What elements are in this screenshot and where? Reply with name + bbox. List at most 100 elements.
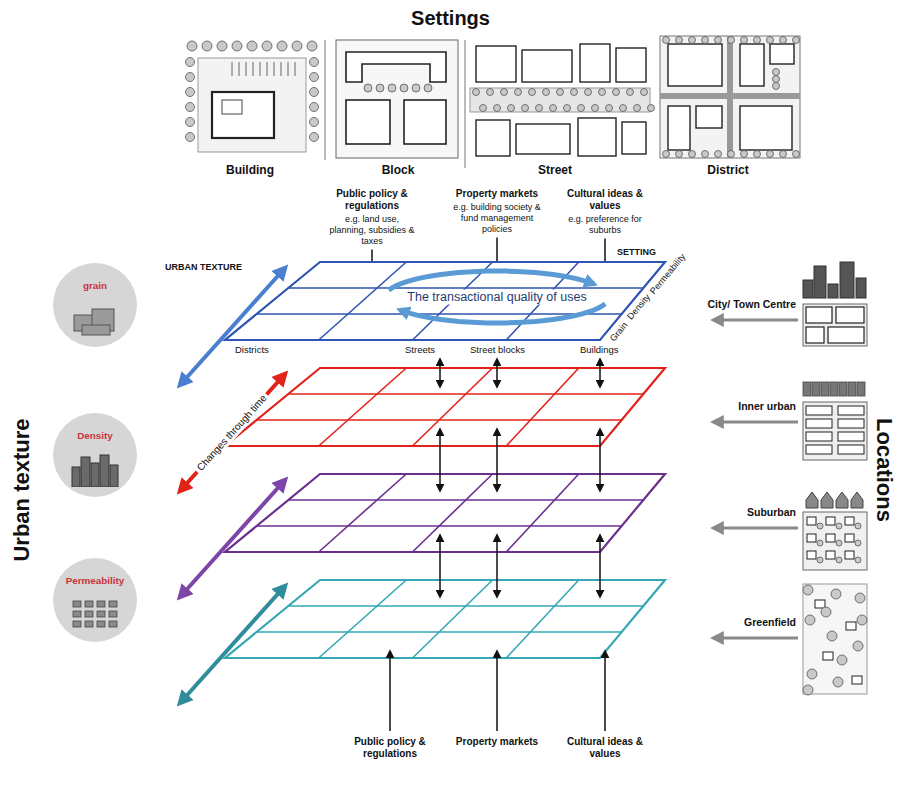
example-note: e.g. land use, planning, subsidies & tax… [326, 214, 418, 246]
terrace-house [857, 382, 865, 396]
building-plan [97, 611, 105, 617]
tree-symbol [754, 37, 761, 44]
tree-symbol [836, 557, 842, 563]
tree-symbol [494, 105, 501, 112]
building-plan [696, 106, 722, 128]
tree-symbol [310, 103, 319, 112]
house-plan [807, 551, 816, 559]
building-plan [109, 621, 117, 627]
tree-symbol [412, 84, 420, 92]
tree-symbol [767, 37, 774, 44]
tree-symbol [803, 585, 813, 595]
influence-arrow [604, 652, 606, 731]
building-plan [806, 419, 832, 428]
tree-symbol [186, 88, 195, 97]
tree-symbol [676, 37, 683, 44]
texture-name: Permeability [53, 575, 137, 587]
tree-symbol [501, 89, 508, 96]
parking-stripe [274, 62, 275, 76]
building-plan [476, 120, 510, 156]
house-plan [826, 551, 835, 559]
tree-symbol [400, 84, 408, 92]
tree-symbol [805, 615, 815, 625]
tree-symbol [817, 540, 823, 546]
parking-stripe [239, 62, 240, 76]
location-arrow [714, 637, 798, 640]
tree-symbol [292, 41, 302, 51]
plane-grid-line [288, 393, 643, 395]
plane-grid-line [257, 631, 622, 633]
tree-symbol [793, 151, 800, 158]
influence-name: Property markets [451, 188, 543, 200]
terrace-house [839, 382, 847, 396]
plane-grid-line [288, 499, 643, 501]
tree-symbol [186, 133, 195, 142]
plan-outline [803, 512, 867, 570]
tree-symbol [376, 84, 384, 92]
building-plan [212, 92, 274, 138]
tree-symbol [515, 89, 522, 96]
tree-symbol [186, 58, 195, 67]
layer-plane [225, 580, 665, 658]
layer-plane [225, 474, 665, 552]
tree-symbol [388, 84, 396, 92]
terrace-house [821, 382, 829, 396]
tree-symbol [833, 677, 843, 687]
tree-symbol [853, 641, 863, 651]
site-plan [198, 58, 306, 152]
settings-sketches [186, 36, 801, 168]
tree-symbol [232, 41, 242, 51]
tree-symbol [837, 655, 847, 665]
parking-stripe [232, 62, 233, 76]
scale-label: Districts [235, 344, 269, 355]
tree-symbol [821, 607, 831, 617]
plane-grid-line [288, 605, 643, 607]
terrace-house [848, 382, 856, 396]
building-plan [616, 48, 646, 82]
building-plan [740, 106, 792, 150]
tree-symbol [522, 105, 529, 112]
tree-symbol [186, 103, 195, 112]
scale-label: Streets [405, 344, 435, 355]
location-arrow [714, 527, 798, 530]
tree-symbol [836, 523, 842, 529]
link-arrow [599, 536, 601, 596]
house-plan [815, 600, 825, 608]
setting-label: SETTING [617, 247, 656, 258]
layer-plane-group [225, 474, 665, 552]
building-plan [109, 601, 117, 607]
tree-symbol [836, 540, 842, 546]
plane-grid-line [413, 474, 493, 552]
tree-symbol [310, 73, 319, 82]
tree-symbol [676, 151, 683, 158]
plane-grid-line [506, 580, 579, 658]
texture-icon [70, 598, 120, 632]
texture-icon [70, 303, 120, 337]
tree-symbol [741, 37, 748, 44]
building-plan [806, 307, 832, 323]
tree-symbol [364, 84, 372, 92]
tree-symbol [715, 37, 722, 44]
tree-symbol [592, 105, 599, 112]
terrace-house [830, 382, 838, 396]
house-symbol [806, 492, 818, 508]
building-plan [838, 432, 864, 441]
tree-symbol [741, 151, 748, 158]
plane-grid-line [506, 368, 579, 446]
plan-outline [803, 584, 867, 694]
tree-symbol [855, 557, 861, 563]
location-arrow [714, 319, 798, 322]
location-name: Suburban [690, 506, 796, 519]
building-plan [580, 44, 610, 82]
influence-arrow [389, 652, 391, 731]
building-plan [836, 307, 864, 323]
building-plan [668, 44, 722, 86]
influence-name: Public policy & regulations [326, 188, 418, 212]
house-plan [826, 534, 835, 542]
annotation-group: Public policy & regulationse.g. land use… [326, 188, 418, 246]
title: Settings [0, 6, 901, 30]
setting-name: Block [348, 163, 448, 177]
setting-name: Building [200, 163, 300, 177]
tree-symbol [550, 105, 557, 112]
texture-circle: grain [53, 263, 137, 347]
